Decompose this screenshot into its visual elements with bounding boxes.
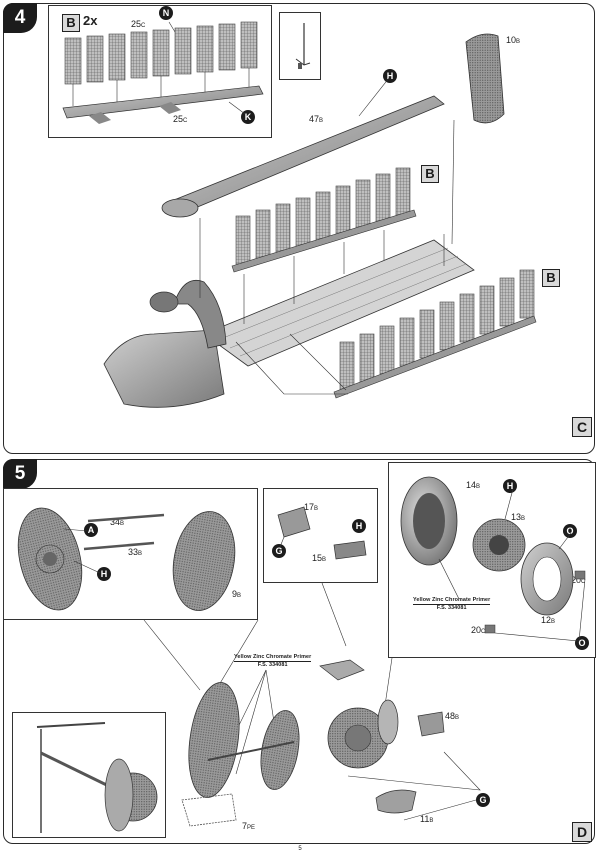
part-label-48b: 48b bbox=[445, 711, 460, 721]
callout-o-upper: O bbox=[563, 524, 577, 538]
part-label-13b: 13b bbox=[511, 512, 526, 522]
fuselage-assembly-drawing bbox=[103, 33, 537, 408]
callout-g: G bbox=[476, 793, 490, 807]
part-label-15b: 15b bbox=[312, 553, 327, 563]
corner-letter: C bbox=[572, 417, 592, 437]
callout-h: H bbox=[352, 519, 366, 533]
part-label-17b: 17b bbox=[304, 502, 319, 512]
step-4-panel: 4 B 2x 25c N 25c K bbox=[3, 3, 595, 454]
part-label-11b: 11b bbox=[420, 814, 434, 824]
part-label-10b: 10b bbox=[506, 35, 521, 45]
callout-h: H bbox=[97, 567, 111, 581]
corner-letter: D bbox=[572, 822, 592, 842]
step-number: 4 bbox=[3, 3, 37, 33]
callout-o-lower: O bbox=[575, 636, 589, 650]
part-label-33b: 33b bbox=[128, 547, 143, 557]
part-label-9b: 9b bbox=[232, 589, 242, 599]
sub-assembly-letter: B bbox=[62, 14, 80, 32]
right-detail-drawing bbox=[400, 476, 586, 642]
part-label-34b: 34b bbox=[110, 517, 125, 527]
sub-assembly-letter-lower: B bbox=[542, 269, 560, 287]
callout-h: H bbox=[383, 69, 397, 83]
right-detail-box: 14b 13b 12b 20c 20c H O O Yellow Zinc Ch… bbox=[388, 462, 596, 658]
part-label-47b: 47b bbox=[309, 114, 324, 124]
pin-detail-box bbox=[279, 12, 321, 80]
part-label-20c-right: 20c bbox=[571, 575, 586, 585]
part-label-25c-bottom: 25c bbox=[173, 114, 188, 124]
callout-n: N bbox=[159, 6, 173, 20]
page-number: 5 bbox=[298, 846, 302, 852]
callout-g: G bbox=[272, 544, 286, 558]
sub-assembly-letter-upper: B bbox=[421, 165, 439, 183]
left-detail-drawing bbox=[17, 507, 236, 611]
left-detail-box: 34b 33b 8b 9b A H bbox=[3, 488, 258, 620]
bottom-left-drawing bbox=[36, 722, 158, 833]
bottom-left-detail-box bbox=[12, 712, 166, 838]
primer-note-main: Yellow Zinc Chromate Primer F.S. 334081 bbox=[234, 654, 312, 668]
engine-assembly-drawing bbox=[143, 582, 481, 827]
part-label-25c-top: 25c bbox=[131, 19, 146, 29]
middle-detail-drawing bbox=[277, 506, 367, 560]
pin-drawing bbox=[295, 23, 311, 69]
middle-detail-box: 17b 15b G H bbox=[263, 488, 378, 583]
primer-note: Yellow Zinc Chromate Primer F.S. 334081 bbox=[413, 597, 491, 611]
step-5-panel: 5 34b 33b 8b 9b A H 17b 1 bbox=[3, 459, 596, 844]
callout-a: A bbox=[84, 523, 98, 537]
part-label-12b: 12b bbox=[541, 615, 556, 625]
inset-panel-drawing bbox=[62, 21, 264, 124]
part-label-20c-bottom: 20c bbox=[471, 625, 486, 635]
part-label-14b: 14b bbox=[466, 480, 481, 490]
inset-panel-detail: B 2x 25c N 25c K bbox=[48, 5, 272, 138]
step-number: 5 bbox=[3, 459, 37, 489]
callout-h: H bbox=[503, 479, 517, 493]
multiplier-label: 2x bbox=[83, 13, 98, 28]
part-label-7pe: 7pe bbox=[242, 821, 256, 831]
